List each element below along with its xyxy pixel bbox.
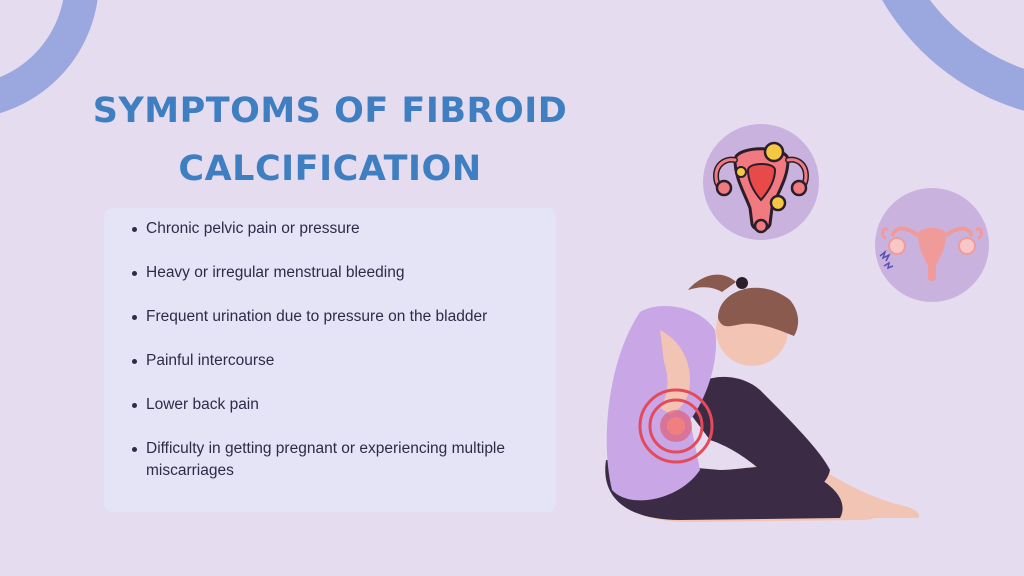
- title-line-2: CALCIFICATION: [178, 149, 482, 189]
- symptoms-list: Chronic pelvic pain or pressure Heavy or…: [132, 218, 536, 482]
- page-title: SYMPTOMS OF FIBROID CALCIFICATION: [60, 82, 600, 198]
- symptom-item: Lower back pain: [132, 394, 536, 416]
- title-line-1: SYMPTOMS OF FIBROID: [92, 91, 568, 131]
- pain-indicator-icon: [638, 388, 714, 464]
- uterus-ovaries-icon: [875, 188, 989, 302]
- symptom-item: Difficulty in getting pregnant or experi…: [132, 438, 536, 482]
- symptoms-card: Chronic pelvic pain or pressure Heavy or…: [104, 208, 556, 512]
- symptom-item: Frequent urination due to pressure on th…: [132, 306, 536, 328]
- symptom-item: Chronic pelvic pain or pressure: [132, 218, 536, 240]
- symptom-item: Heavy or irregular menstrual bleeding: [132, 262, 536, 284]
- uterus-fibroid-icon: [703, 124, 819, 240]
- woman-in-pain-illustration: [605, 274, 920, 522]
- symptom-item: Painful intercourse: [132, 350, 536, 372]
